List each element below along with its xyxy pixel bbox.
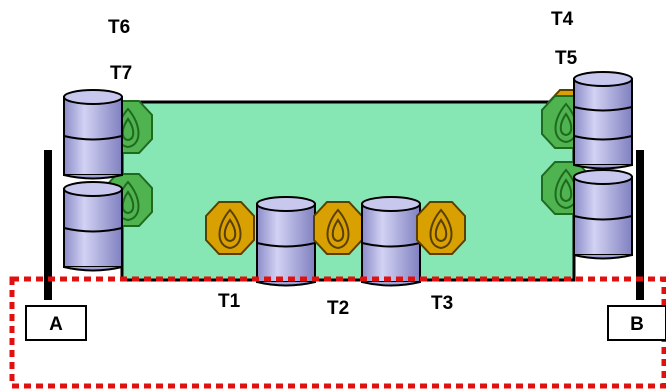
barrel-icon	[63, 181, 123, 272]
box-b	[607, 305, 666, 341]
target-icon	[416, 201, 466, 255]
target-icon	[205, 201, 255, 255]
barrel-icon	[63, 89, 123, 180]
label-t5: T5	[555, 48, 578, 69]
label-b: B	[630, 314, 644, 335]
barrel-icon	[256, 196, 316, 287]
label-t1: T1	[218, 291, 241, 312]
barrel-icon	[573, 169, 633, 260]
post-right	[636, 150, 644, 300]
label-t2: T2	[327, 298, 349, 319]
box-a	[25, 305, 87, 341]
label-t3: T3	[431, 293, 453, 314]
label-t6: T6	[108, 17, 130, 38]
label-t4: T4	[551, 9, 574, 30]
label-t7: T7	[110, 63, 132, 84]
barrel-icon	[573, 71, 633, 170]
post-left	[44, 150, 52, 300]
zone-border	[9, 276, 666, 389]
barrel-icon	[361, 196, 421, 287]
target-icon	[313, 201, 363, 255]
label-a: A	[49, 314, 63, 335]
